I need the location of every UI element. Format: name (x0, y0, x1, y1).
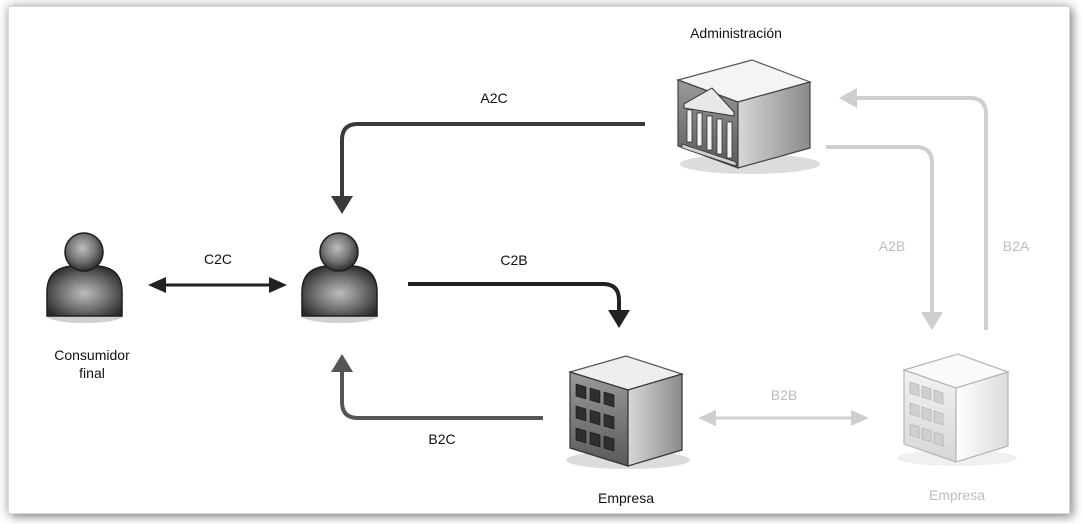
b2a-label: B2A (1003, 238, 1030, 254)
arrow-b2b (698, 410, 869, 426)
arrow-c2c (148, 277, 287, 293)
consumidor-final-label-line1: Consumidor (54, 347, 130, 363)
c2b-label: C2B (500, 252, 527, 268)
a2c-label: A2C (480, 90, 507, 106)
arrow-c2b (408, 282, 630, 328)
external-company-building-icon (897, 353, 1017, 466)
company-building-icon (566, 355, 690, 469)
diagram-frame (8, 6, 1070, 514)
empresa-external-label: Empresa (929, 487, 985, 503)
empresa-label: Empresa (598, 490, 654, 506)
administracion-label: Administración (690, 25, 782, 41)
c2c-label: C2C (204, 251, 232, 267)
b2b-label: B2B (771, 387, 797, 403)
consumidor-final-label-line2: final (79, 365, 105, 381)
consumer-final-person-icon (46, 232, 123, 323)
government-building-icon (676, 59, 820, 174)
consumer-person-icon (301, 232, 378, 323)
arrow-b2c (331, 354, 543, 420)
arrow-b2a (839, 88, 988, 330)
arrow-a2b (826, 145, 943, 330)
arrow-a2c (331, 122, 645, 214)
b2c-label: B2C (428, 431, 455, 447)
a2b-label: A2B (879, 238, 905, 254)
